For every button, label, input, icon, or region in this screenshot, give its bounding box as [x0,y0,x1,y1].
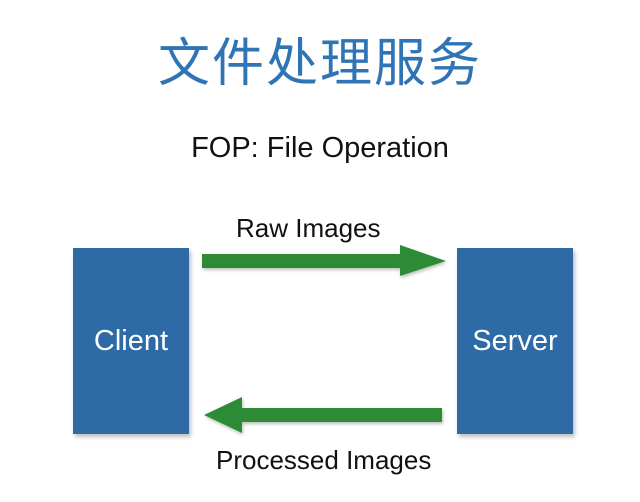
processed-images-label: Processed Images [216,445,432,475]
page-title: 文件处理服务 [157,34,482,94]
raw-images-label: Raw Images [236,213,381,243]
right-arrow [202,245,446,276]
server-label: Server [472,325,558,357]
client-node: Client [73,248,189,434]
subtitle: FOP: File Operation [191,132,449,164]
client-label: Client [93,325,169,357]
server-node: Server [457,248,573,434]
left-arrow [204,397,442,433]
